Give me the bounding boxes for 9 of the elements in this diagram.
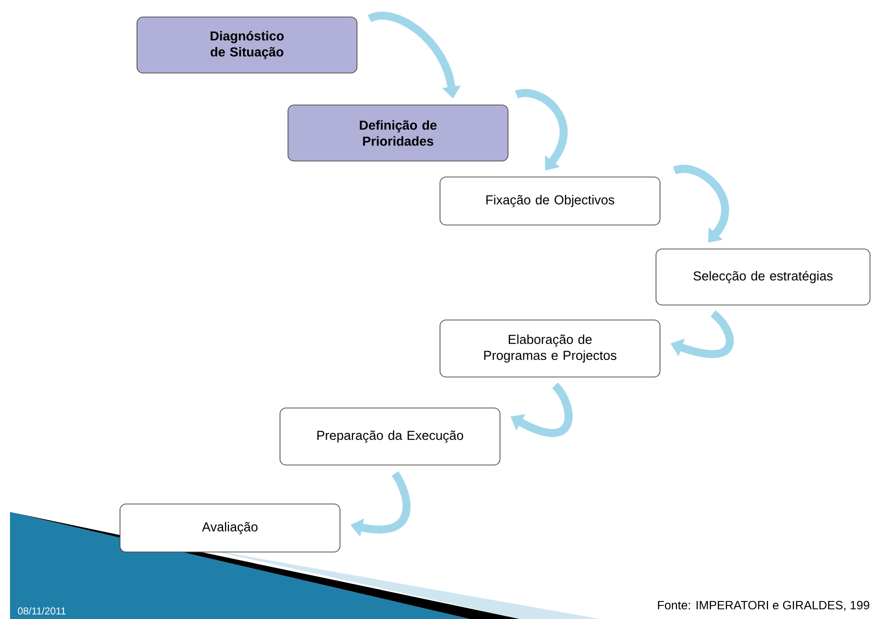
process-box: Selecção de estratégias: [656, 248, 870, 306]
process-box: Fixação de Objectivos: [440, 176, 660, 226]
process-box: Definição de Prioridades: [288, 104, 508, 162]
date-text: 08/11/2011: [18, 607, 66, 614]
process-box: Elaboração de Programas e Projectos: [440, 320, 660, 378]
process-box: Diagnóstico de Situação: [136, 16, 358, 74]
process-box: Preparação da Execução: [280, 408, 500, 466]
source-note: Fonte: IMPERATORI e GIRALDES, 199: [658, 600, 870, 611]
process-box: Avaliação: [120, 504, 340, 552]
